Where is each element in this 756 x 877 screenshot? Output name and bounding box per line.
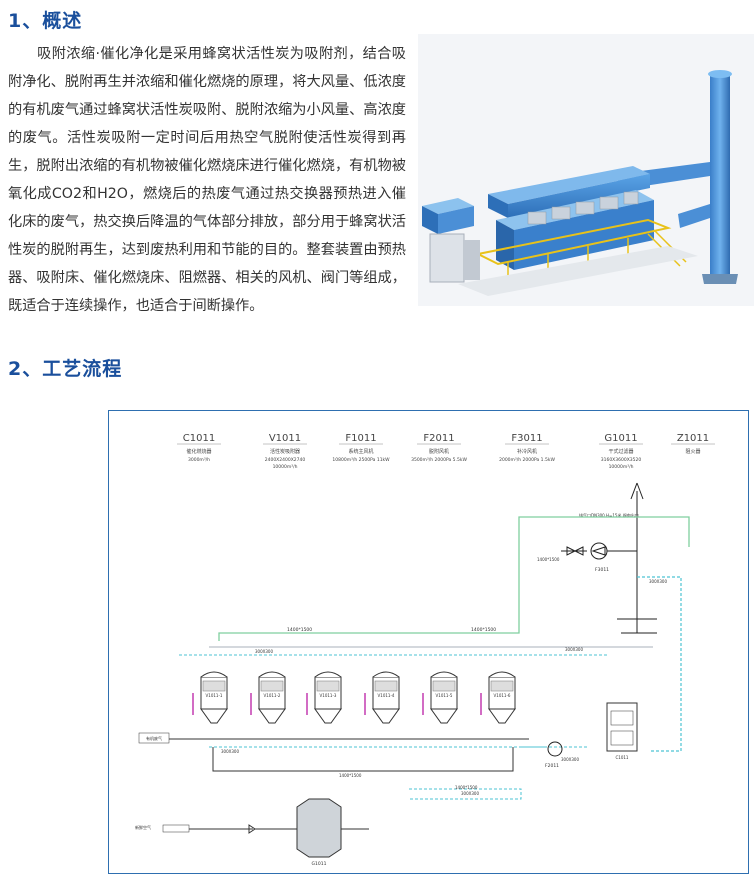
equip-tag-z1011: Z1011 xyxy=(677,433,709,444)
svg-text:1400*1500: 1400*1500 xyxy=(287,627,312,633)
svg-text:V1011-5: V1011-5 xyxy=(436,693,453,698)
equip-tag-f1011: F1011 xyxy=(345,433,376,444)
equip-tag-f3011: F3011 xyxy=(511,433,542,444)
walkway xyxy=(474,218,672,266)
equip-name-f3011: 补冷风机 xyxy=(517,448,537,455)
equip-name-g1011: 干式过滤器 xyxy=(608,448,633,455)
equip-spec2-g1011: 10000m³/h xyxy=(609,464,634,470)
equip-spec-v1011: 2400X2400X2740 xyxy=(265,457,306,463)
inlet-label: 有机废气 xyxy=(146,735,162,741)
svg-text:1400*1500: 1400*1500 xyxy=(455,785,478,790)
top-duct xyxy=(488,166,650,204)
left-inlet-duct xyxy=(422,198,474,214)
air-filter-label: G1011 xyxy=(312,861,327,867)
air-filter xyxy=(296,798,342,858)
fresh-air-label: 新鲜空气 xyxy=(135,824,151,830)
fan-f2011-label: F2011 xyxy=(545,763,559,769)
equip-name-c1011: 催化燃烧器 xyxy=(186,448,211,455)
equipment-3d-drawing xyxy=(422,70,738,296)
equip-tag-v1011: V1011 xyxy=(269,433,301,444)
equip-name-f2011: 脱附风机 xyxy=(429,448,449,455)
catalytic-label: C1011 xyxy=(616,755,629,760)
process-flow-diagram: C1011 催化燃烧器 3000m³/h V1011 活性炭吸附器 2400X2… xyxy=(108,410,749,874)
svg-text:300X300: 300X300 xyxy=(565,647,583,652)
fan-f1011-label: F3011 xyxy=(595,567,609,573)
equip-spec-f1011: 10800m³/h 2500Pa 11kW xyxy=(332,457,390,463)
svg-text:300X300: 300X300 xyxy=(461,791,479,796)
equip-spec-c1011: 3000m³/h xyxy=(188,457,210,463)
adsorber-3: V1011-3 xyxy=(314,671,342,724)
stack xyxy=(710,74,730,274)
svg-text:300X300: 300X300 xyxy=(649,579,667,584)
svg-text:300X300: 300X300 xyxy=(561,757,579,762)
overview-paragraph: 吸附浓缩·催化净化是采用蜂窝状活性炭为吸附剂，结合吸附净化、脱附再生并浓缩和催化… xyxy=(8,46,406,314)
equip-spec-f3011: 2000m³/h 2000Pa 1.5kW xyxy=(499,457,555,463)
equip-spec2-v1011: 10000m³/h xyxy=(273,464,298,470)
desorb-return-pipe xyxy=(409,788,522,800)
svg-text:V1011-2: V1011-2 xyxy=(264,693,281,698)
section-2-heading: 2、工艺流程 xyxy=(8,358,123,380)
equip-spec-f2011: 3500m³/h 2000Pa 5.5kW xyxy=(411,457,467,463)
equip-name-z1011: 阻火器 xyxy=(685,448,700,455)
process-flow-svg: C1011 催化燃烧器 3000m³/h V1011 活性炭吸附器 2400X2… xyxy=(135,433,715,867)
top-header-pipe xyxy=(218,516,690,641)
equip-spec-g1011: 3160X3600X3520 xyxy=(601,457,642,463)
svg-text:1400*1500: 1400*1500 xyxy=(537,557,560,562)
equip-tag-c1011: C1011 xyxy=(183,433,215,444)
adsorber-2: V1011-2 xyxy=(258,671,286,724)
svg-text:300X300: 300X300 xyxy=(221,749,239,754)
svg-text:1400*1500: 1400*1500 xyxy=(471,627,496,633)
adsorber-6: V1011-6 xyxy=(488,671,516,724)
adsorber-5: V1011-5 xyxy=(430,671,458,724)
svg-text:1400*1500: 1400*1500 xyxy=(339,773,362,778)
equip-name-f1011: 系统主风机 xyxy=(348,448,373,455)
equip-name-v1011: 活性炭吸附器 xyxy=(270,448,300,455)
section-1-heading: 1、概述 xyxy=(8,10,83,32)
svg-text:V1011-6: V1011-6 xyxy=(494,693,511,698)
equipment-illustration xyxy=(418,34,754,306)
inlet-label-box xyxy=(138,732,170,744)
adsorber-group: V1011-1 V1011-2 V1011-3 V1011-4 xyxy=(200,671,516,724)
svg-text:V1011-1: V1011-1 xyxy=(206,693,223,698)
svg-text:V1011-4: V1011-4 xyxy=(378,693,395,698)
adsorber-1: V1011-1 xyxy=(200,671,228,724)
fan-f2011-symbol xyxy=(547,741,563,757)
svg-text:300X300: 300X300 xyxy=(255,649,273,654)
svg-text:V1011-3: V1011-3 xyxy=(320,693,337,698)
equip-tag-g1011: G1011 xyxy=(604,433,637,444)
equip-tag-f2011: F2011 xyxy=(423,433,454,444)
adsorber-4: V1011-4 xyxy=(372,671,400,724)
stack-top xyxy=(708,70,732,78)
chimney-outlet xyxy=(617,482,657,634)
catalytic-unit xyxy=(429,233,465,283)
chimney-note: 排气口DN300 H=15米 烟囱出口 xyxy=(579,512,639,518)
right-recycle-pipe xyxy=(637,576,682,752)
